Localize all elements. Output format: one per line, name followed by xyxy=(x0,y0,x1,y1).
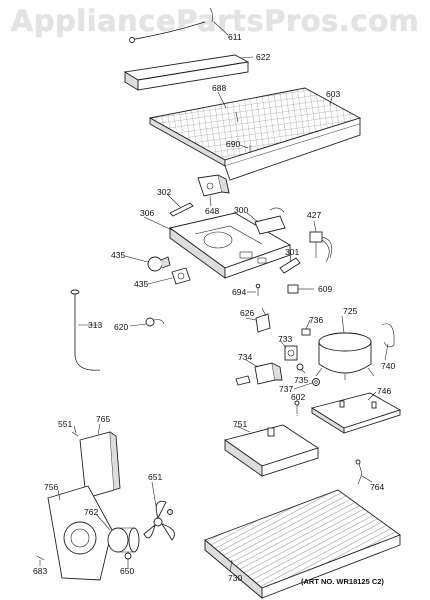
part-650-fitting xyxy=(124,552,132,560)
part-694-screw xyxy=(255,283,261,296)
callout-733: 733 xyxy=(278,334,292,344)
callout-603: 603 xyxy=(326,89,340,99)
part-764-bracket xyxy=(355,459,363,485)
callout-435-bulb: 435 xyxy=(111,250,125,260)
callout-602: 602 xyxy=(291,392,305,402)
callout-611: 611 xyxy=(228,32,242,42)
part-435-socket xyxy=(171,267,191,285)
part-734-relay xyxy=(254,362,283,385)
callout-551: 551 xyxy=(58,419,72,429)
part-733-overload xyxy=(284,345,298,361)
callout-740: 740 xyxy=(381,361,395,371)
callout-725: 725 xyxy=(343,306,357,316)
callout-306: 306 xyxy=(140,208,154,218)
part-551-screw xyxy=(71,431,79,437)
part-730-condenser-coil xyxy=(204,489,401,599)
part-301-knob xyxy=(279,257,301,274)
part-737-grommet xyxy=(312,378,320,386)
callout-626: 626 xyxy=(240,308,254,318)
callout-756: 756 xyxy=(44,482,58,492)
callout-427: 427 xyxy=(307,210,321,220)
part-427-harness xyxy=(309,231,333,263)
callout-labels: 611 622 688 603 690 302 648 306 300 427 … xyxy=(33,32,395,586)
part-302-rod xyxy=(169,202,194,217)
callout-622: 622 xyxy=(256,52,270,62)
callout-435-socket: 435 xyxy=(134,279,148,289)
callout-736: 736 xyxy=(309,315,323,325)
part-765-shroud xyxy=(79,431,121,499)
part-435-bulb xyxy=(147,256,171,272)
callout-690: 690 xyxy=(226,139,240,149)
callout-735: 735 xyxy=(294,375,308,385)
part-611-clip xyxy=(129,7,213,43)
callout-762: 762 xyxy=(84,507,98,517)
part-762-motor xyxy=(107,527,140,553)
callout-648: 648 xyxy=(205,206,219,216)
part-740-bracket xyxy=(381,323,395,348)
part-620-fitting xyxy=(145,317,165,327)
callout-302: 302 xyxy=(157,187,171,197)
callout-764: 764 xyxy=(370,482,384,492)
part-683-screw xyxy=(36,555,45,561)
part-622-duct xyxy=(123,54,250,91)
callout-300: 300 xyxy=(234,205,248,215)
callout-301: 301 xyxy=(285,247,299,257)
part-725-compressor xyxy=(315,332,375,380)
part-313-drain-tube xyxy=(70,289,101,371)
callout-746: 746 xyxy=(377,386,391,396)
callout-688: 688 xyxy=(212,83,226,93)
part-746-drain-pan xyxy=(310,392,402,434)
callout-650: 650 xyxy=(120,566,134,576)
part-735-cover xyxy=(296,363,304,371)
callout-694: 694 xyxy=(232,287,246,297)
callout-651: 651 xyxy=(148,472,162,482)
leader-lines xyxy=(39,21,389,573)
part-603-shelf xyxy=(148,87,362,181)
callout-730: 730 xyxy=(228,573,242,583)
part-734-plate xyxy=(235,375,251,386)
callout-683: 683 xyxy=(33,566,47,576)
part-648-control xyxy=(197,174,230,197)
callout-751: 751 xyxy=(233,419,247,429)
part-306-housing xyxy=(168,212,292,279)
part-651-fan-blade xyxy=(143,500,175,541)
watermark: AppliancePartsPros.com xyxy=(10,4,420,38)
part-609-fitting xyxy=(287,284,299,294)
callout-765: 765 xyxy=(96,414,110,424)
part-626-relay xyxy=(255,307,271,333)
part-751-base-pan xyxy=(223,424,320,477)
part-736-clip xyxy=(301,328,311,336)
callout-737: 737 xyxy=(279,384,293,394)
part-300-switch xyxy=(254,207,286,235)
callout-313: 313 xyxy=(88,320,102,330)
part-602-screw xyxy=(294,400,300,414)
callout-609: 609 xyxy=(318,284,332,294)
part-756-fan-bracket xyxy=(47,485,113,581)
callout-620: 620 xyxy=(114,322,128,332)
art-number: (ART NO. WR18125 C2) xyxy=(301,577,384,586)
callout-734: 734 xyxy=(238,352,252,362)
